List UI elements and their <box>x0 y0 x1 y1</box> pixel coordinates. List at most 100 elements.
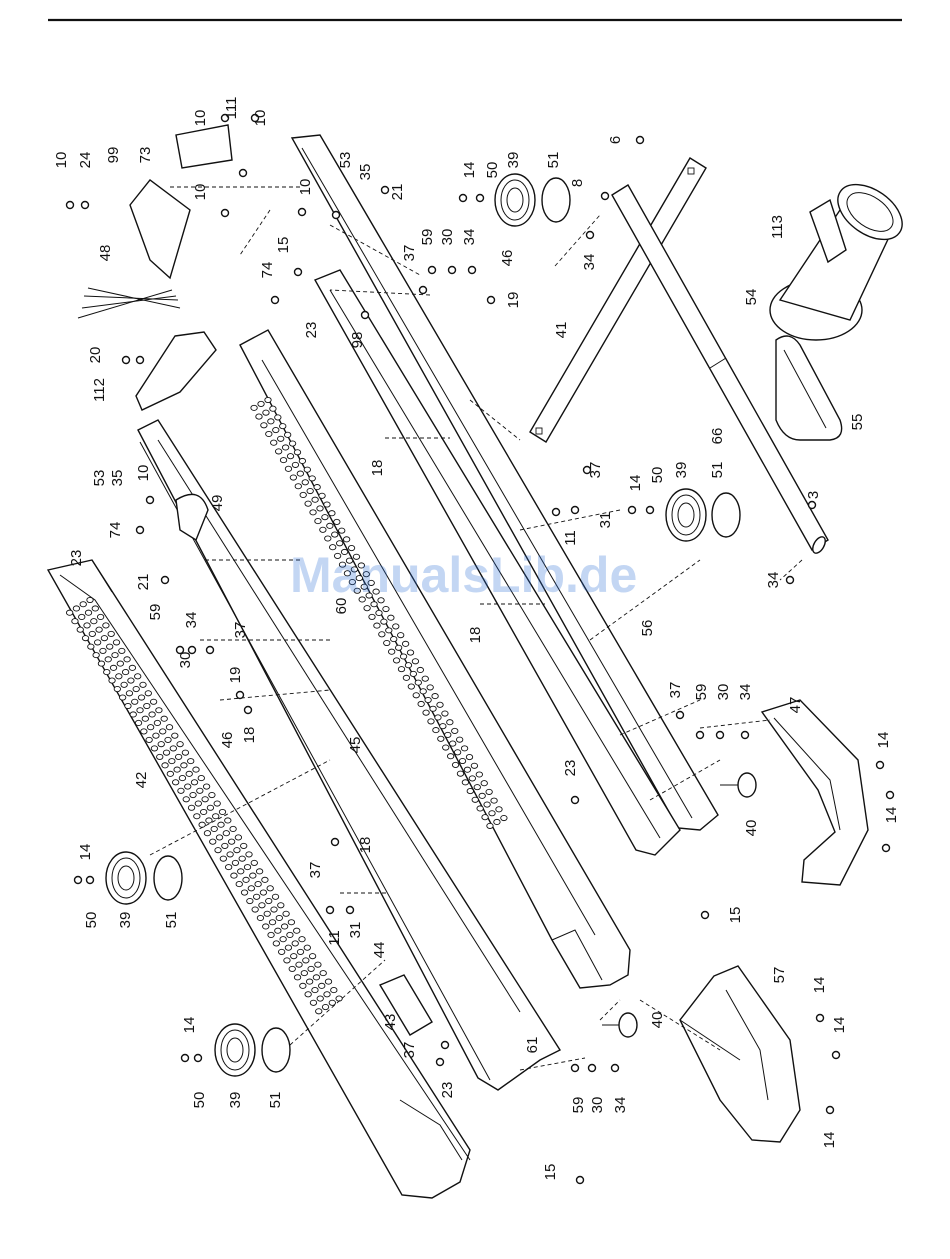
perforation-hole <box>308 475 316 482</box>
perforation-hole <box>348 578 357 586</box>
perforation-hole <box>298 936 306 943</box>
perforation-hole <box>382 605 390 613</box>
perforation-hole <box>140 728 148 735</box>
part-label-10: 10 <box>252 110 269 127</box>
perforation-hole <box>453 749 462 756</box>
part-label-31: 31 <box>597 512 614 529</box>
perforation-hole <box>202 783 211 790</box>
part-label-37: 37 <box>307 862 324 879</box>
perforation-hole <box>218 808 227 816</box>
perforation-hole <box>345 557 354 564</box>
part-label-30: 30 <box>439 229 456 246</box>
part-label-31: 31 <box>347 922 364 939</box>
perforation-hole <box>401 640 410 647</box>
fastener <box>238 168 248 178</box>
perforation-hole <box>81 635 90 642</box>
perforation-hole <box>246 897 254 905</box>
perforation-hole <box>465 754 474 761</box>
perforation-hole <box>299 491 307 499</box>
front-cover-upper <box>760 699 869 886</box>
perforation-hole <box>303 466 311 473</box>
wire-harness <box>77 287 181 319</box>
perforation-hole <box>490 797 498 804</box>
perforation-hole <box>199 808 208 816</box>
part-label-18: 18 <box>241 727 258 744</box>
perforation-hole <box>427 718 435 725</box>
perforation-hole <box>363 605 371 612</box>
part-label-18: 18 <box>467 627 484 644</box>
perforation-hole <box>112 639 121 646</box>
fastener <box>570 795 580 805</box>
fastener <box>175 645 185 655</box>
part-label-30: 30 <box>177 652 194 669</box>
fastener <box>330 837 340 847</box>
perforation-hole <box>488 810 496 817</box>
perforation-hole <box>500 814 508 822</box>
part-label-47: 47 <box>787 697 804 714</box>
perforation-hole <box>424 696 432 704</box>
perforation-hole <box>412 692 420 699</box>
part-label-57: 57 <box>771 967 788 984</box>
leader-line <box>149 759 331 856</box>
perforation-hole <box>169 745 177 752</box>
perforation-hole <box>160 715 168 722</box>
perforation-hole <box>318 982 326 989</box>
leader-line <box>289 959 386 1046</box>
perforation-hole <box>300 970 308 977</box>
part-label-48: 48 <box>97 245 114 262</box>
perforation-hole <box>262 409 270 416</box>
part-label-46: 46 <box>499 250 516 267</box>
perforation-hole <box>291 940 299 947</box>
perforation-hole <box>406 649 415 656</box>
perforation-hole <box>301 479 309 486</box>
fastener <box>700 910 710 920</box>
perforation-hole <box>274 448 283 455</box>
perforation-hole <box>456 770 465 777</box>
perforation-hole <box>434 714 442 721</box>
main-frame-left <box>137 419 562 1091</box>
part-label-51: 51 <box>545 152 562 169</box>
perforation-hole <box>265 430 273 438</box>
part-label-59: 59 <box>147 604 164 621</box>
perforation-hole <box>120 681 128 688</box>
perforation-hole <box>316 995 324 1002</box>
part-label-10: 10 <box>192 110 209 127</box>
part-label-39: 39 <box>117 912 134 929</box>
perforation-hole <box>444 731 452 738</box>
perforation-hole <box>256 914 265 922</box>
perforation-hole <box>259 889 268 896</box>
perforation-hole <box>360 583 368 590</box>
perforation-hole <box>240 889 249 896</box>
perforation-hole <box>296 470 304 477</box>
perforation-hole <box>466 788 474 795</box>
perforation-hole <box>224 864 233 871</box>
fastener <box>645 505 655 515</box>
perforation-hole <box>380 618 388 625</box>
leader-line <box>589 559 701 641</box>
part-label-14: 14 <box>181 1017 198 1034</box>
perforation-hole <box>99 647 107 654</box>
perforation-hole <box>272 427 280 434</box>
perforation-hole <box>338 561 347 568</box>
perforation-hole <box>333 552 342 559</box>
perforation-hole <box>148 711 156 718</box>
perforation-hole <box>108 677 116 684</box>
perforation-hole <box>432 727 440 734</box>
fastener <box>475 193 485 203</box>
perforation-hole <box>437 735 445 742</box>
perforation-hole <box>458 757 467 765</box>
perforation-hole <box>284 431 292 438</box>
perforation-hole <box>242 876 250 883</box>
perforation-hole <box>271 893 280 900</box>
perforation-hole <box>309 509 317 516</box>
perforation-hole <box>302 957 310 964</box>
part-label-14: 14 <box>77 844 94 861</box>
perforation-hole <box>409 670 418 677</box>
part-label-53: 53 <box>337 152 354 169</box>
fastener <box>187 645 197 655</box>
perforation-hole <box>231 859 240 866</box>
perforation-hole <box>485 788 493 795</box>
perforation-hole <box>296 948 305 955</box>
part-label-113: 113 <box>769 215 786 239</box>
